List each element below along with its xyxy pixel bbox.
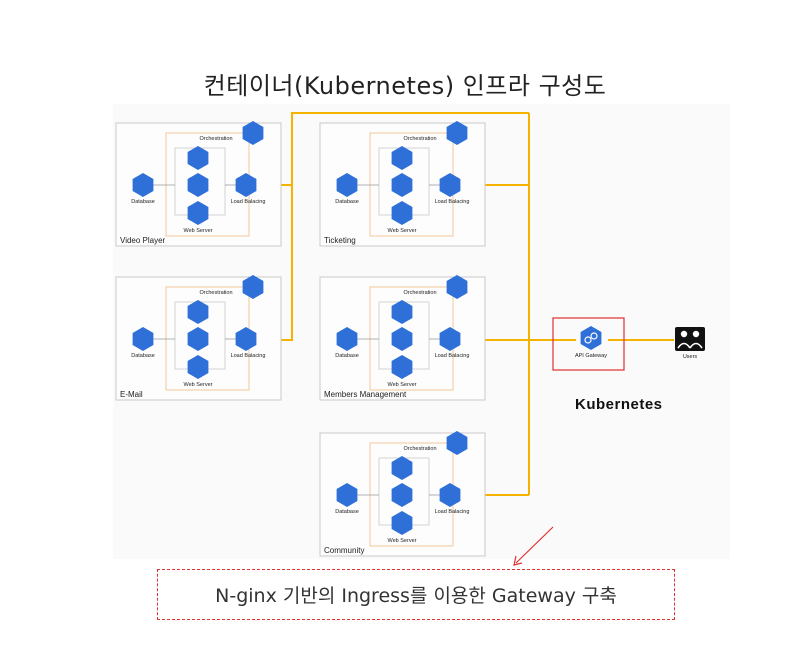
load-balancer-label: Load Balacing: [231, 353, 266, 359]
database-label: Database: [335, 199, 359, 205]
users-node: Users: [675, 327, 705, 360]
load-balancer-label: Load Balacing: [435, 353, 470, 359]
web-server-label: Web Server: [388, 228, 417, 234]
cluster-name: Members Management: [324, 390, 407, 399]
gateway-icon: [580, 326, 602, 350]
database-label: Database: [335, 509, 359, 515]
cluster-name: Video Player: [120, 236, 166, 245]
database-label: Database: [131, 353, 155, 359]
gateway-note: N-ginx 기반의 Ingress를 이용한 Gateway 구축: [157, 569, 675, 620]
orchestration-label: Orchestration: [403, 290, 436, 296]
load-balancer-label: Load Balacing: [231, 199, 266, 205]
gateway-box: [552, 317, 625, 371]
load-balancer-label: Load Balacing: [435, 199, 470, 205]
cluster-name: Ticketing: [324, 236, 356, 245]
orchestration-label: Orchestration: [199, 136, 232, 142]
web-server-label: Web Server: [184, 228, 213, 234]
users-label: Users: [683, 354, 698, 360]
database-label: Database: [131, 199, 155, 205]
load-balancer-label: Load Balacing: [435, 509, 470, 515]
web-server-label: Web Server: [184, 382, 213, 388]
database-label: Database: [335, 353, 359, 359]
api-gateway[interactable]: API Gateway: [552, 317, 625, 371]
gateway-label: API Gateway: [575, 353, 607, 359]
cluster-name: E-Mail: [120, 390, 143, 399]
kubernetes-label: Kubernetes: [575, 396, 663, 413]
cluster-name: Community: [324, 546, 364, 555]
web-server-label: Web Server: [388, 538, 417, 544]
web-server-label: Web Server: [388, 382, 417, 388]
orchestration-label: Orchestration: [199, 290, 232, 296]
gateway-note-text: N-ginx 기반의 Ingress를 이용한 Gateway 구축: [215, 585, 617, 607]
orchestration-label: Orchestration: [403, 136, 436, 142]
diagram-title: 컨테이너(Kubernetes) 인프라 구성도: [203, 72, 607, 100]
pointer-arrow: [513, 526, 554, 566]
orchestration-label: Orchestration: [403, 446, 436, 452]
